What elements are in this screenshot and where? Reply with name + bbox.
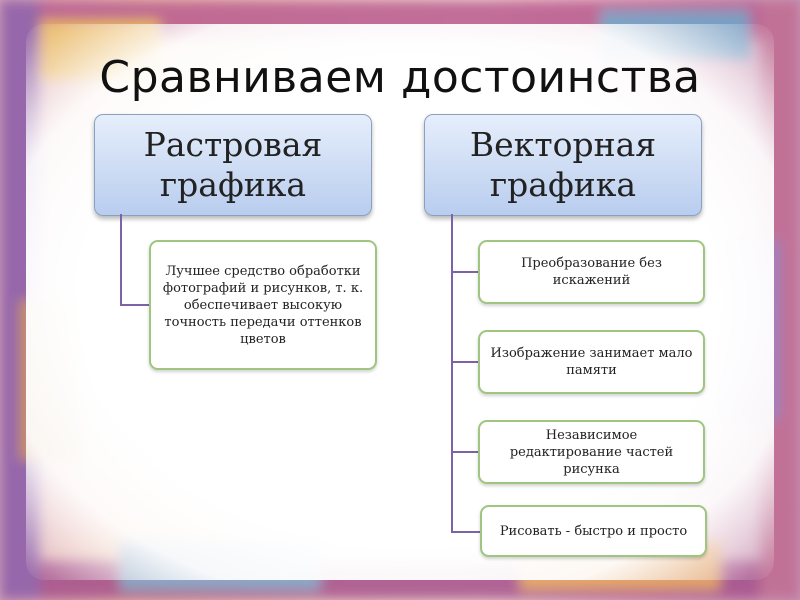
vector-advantage-item: Рисовать - быстро и просто [480, 505, 707, 557]
vector-advantage-item: Независимое редактирование частей рисунк… [478, 420, 705, 484]
raster-advantage-item: Лучшее средство обработки фотографий и р… [149, 240, 377, 370]
vector-advantage-text: Рисовать - быстро и просто [499, 523, 688, 539]
vector-advantage-text: Преобразование без искажений [521, 256, 662, 288]
vector-advantage-item: Изображение занимает мало памяти [478, 330, 705, 394]
vector-advantage-text: Независимое редактирование частей рисунк… [509, 427, 674, 477]
vector-heading-line2: графика [489, 165, 637, 204]
raster-heading-line1: Растровая [143, 125, 323, 164]
raster-heading-line2: графика [159, 165, 307, 204]
vector-connector-vertical [451, 214, 453, 532]
vector-advantage-item: Преобразование без искажений [478, 240, 705, 304]
vector-graphics-heading: Векторная графика [424, 114, 702, 216]
vector-connector-branch-2 [451, 361, 479, 363]
vector-connector-branch-3 [451, 451, 479, 453]
slide-title: Сравниваем достоинства [99, 52, 701, 103]
vector-advantage-text: Изображение занимает мало памяти [490, 346, 693, 378]
vector-heading-line1: Векторная [469, 125, 657, 164]
raster-connector-horizontal [120, 304, 150, 306]
vector-connector-branch-4 [451, 531, 481, 533]
raster-graphics-heading: Растровая графика [94, 114, 372, 216]
vector-connector-branch-1 [451, 271, 479, 273]
raster-advantage-text: Лучшее средство обработки фотографий и р… [162, 263, 364, 347]
raster-connector-vertical [120, 214, 122, 306]
